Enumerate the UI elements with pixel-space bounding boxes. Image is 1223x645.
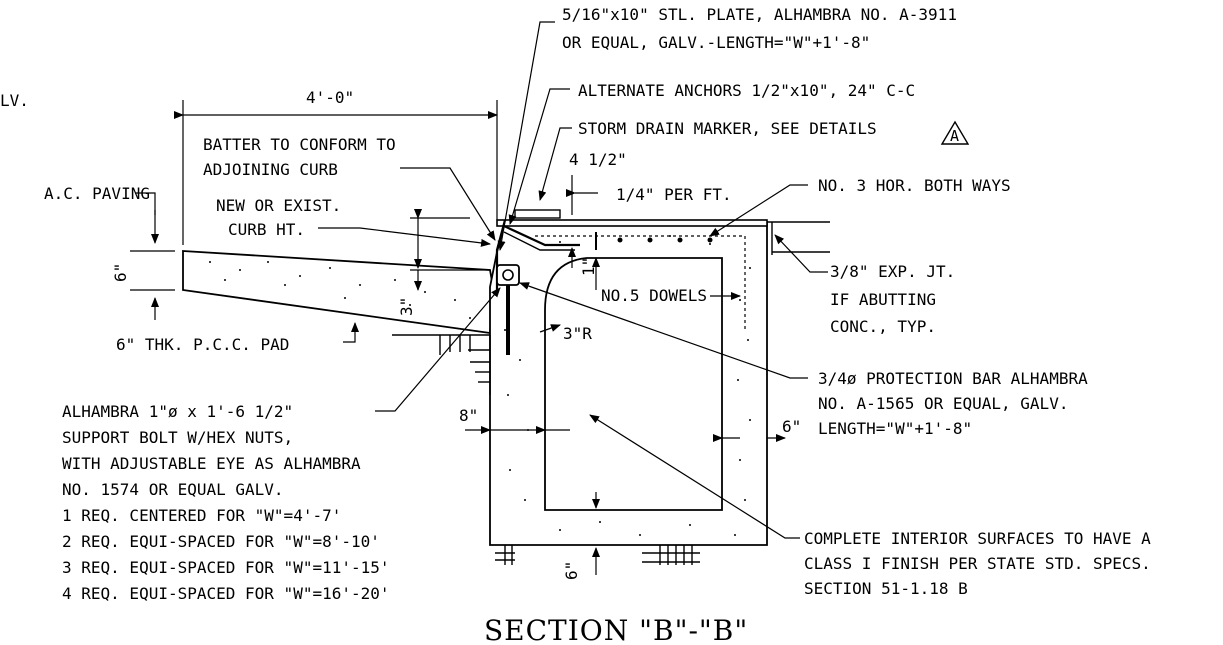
batter-note-line2: ADJOINING CURB <box>203 160 338 179</box>
leader-lines <box>135 21 828 539</box>
marker-note: STORM DRAIN MARKER, SEE DETAILS <box>578 119 877 138</box>
batter-note-line1: BATTER TO CONFORM TO <box>203 135 396 154</box>
bolt-note-line5: 1 REQ. CENTERED FOR "W"=4'-7' <box>62 506 341 525</box>
rebar-note: NO. 3 HOR. BOTH WAYS <box>818 176 1011 195</box>
detail-ref-triangle: A <box>940 120 970 145</box>
bolt-note-line1: ALHAMBRA 1"ø x 1'-6 1/2" <box>62 402 293 421</box>
slope-offset-dim: 4 1/2" <box>569 150 627 169</box>
pcc-pad <box>182 250 494 335</box>
plate-note-line2: OR EQUAL, GALV.-LENGTH="W"+1'-8" <box>562 33 870 52</box>
finish-note-line2: CLASS I FINISH PER STATE STD. SPECS. <box>804 554 1151 573</box>
dimension-lines <box>130 100 786 575</box>
pad-note: 6" THK. P.C.C. PAD <box>116 335 289 354</box>
section-title: SECTION "B"-"B" <box>484 614 748 645</box>
cover-dim: 1" <box>579 257 598 276</box>
bolt-note-line4: NO. 1574 OR EQUAL GALV. <box>62 480 284 499</box>
bolt-note-line6: 2 REQ. EQUI-SPACED FOR "W"=8'-10' <box>62 532 380 551</box>
slope-note: 1/4" PER FT. <box>616 185 732 204</box>
paving-thickness-dim: 6" <box>111 263 130 282</box>
finish-note-line1: COMPLETE INTERIOR SURFACES TO HAVE A <box>804 529 1151 548</box>
storm-drain-marker <box>514 209 561 219</box>
steel-plate-assembly <box>495 209 580 355</box>
expansion-joint <box>767 221 830 255</box>
prot-bar-line3: LENGTH="W"+1'-8" <box>818 419 972 438</box>
box-structure <box>489 221 768 546</box>
bolt-note-line7: 3 REQ. EQUI-SPACED FOR "W"=11'-15' <box>62 558 390 577</box>
curb-note-line2: CURB HT. <box>228 220 305 239</box>
top-plate <box>496 219 768 227</box>
prot-bar-line1: 3/4ø PROTECTION BAR ALHAMBRA <box>818 369 1088 388</box>
prot-bar-line2: NO. A-1565 OR EQUAL, GALV. <box>818 394 1068 413</box>
pad-width-dim: 4'-0" <box>306 88 354 107</box>
concrete-stipple <box>209 235 751 536</box>
exp-jt-line2: IF ABUTTING <box>830 290 936 309</box>
corner-fragment-text: LV. <box>0 91 29 110</box>
plate-note-line1: 5/16"x10" STL. PLATE, ALHAMBRA NO. A-391… <box>562 5 957 24</box>
bolt-note-line3: WITH ADJUSTABLE EYE AS ALHAMBRA <box>62 454 361 473</box>
wall-right-dim: 6" <box>782 417 801 436</box>
exp-jt-line3: CONC., TYP. <box>830 317 936 336</box>
floor-dim: 6" <box>562 561 581 580</box>
bolt-note-line8: 4 REQ. EQUI-SPACED FOR "W"=16'-20' <box>62 584 390 603</box>
curb-note-line1: NEW OR EXIST. <box>216 196 341 215</box>
finish-note-line3: SECTION 51-1.18 B <box>804 579 968 598</box>
wall-left-dim: 8" <box>459 406 478 425</box>
detail-ref-letter: A <box>950 127 959 145</box>
drop-dim: 3" <box>397 297 416 316</box>
soil-hatch <box>392 334 700 565</box>
dowels-note: NO.5 DOWELS <box>601 286 707 305</box>
anchors-note: ALTERNATE ANCHORS 1/2"x10", 24" C-C <box>578 81 915 100</box>
radius-dim: 3"R <box>563 324 592 343</box>
ac-paving-label: A.C. PAVING <box>44 184 150 203</box>
exp-jt-line1: 3/8" EXP. JT. <box>830 262 955 281</box>
bolt-note-line2: SUPPORT BOLT W/HEX NUTS, <box>62 428 293 447</box>
